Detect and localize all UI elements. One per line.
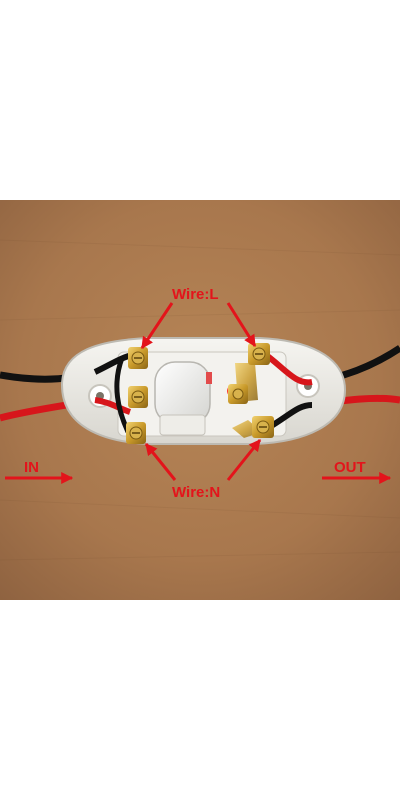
arrow-icon: [226, 439, 262, 481]
label-out: OUT: [334, 459, 366, 476]
screw-terminal-icon: [128, 386, 148, 408]
label-in: IN: [24, 459, 39, 476]
screw-terminal-icon: [128, 347, 148, 369]
label-wire-l: Wire:L: [172, 286, 219, 303]
switch-photo: [0, 200, 400, 600]
screw-terminal-icon: [252, 416, 274, 438]
screw-terminal-icon: [248, 343, 270, 365]
arrow-icon: [140, 302, 174, 349]
label-wire-n: Wire:N: [172, 484, 221, 501]
rocker-button-icon: [154, 361, 212, 436]
arrow-icon: [144, 443, 177, 481]
screw-terminal-icon: [228, 384, 248, 404]
arrow-icon: [226, 302, 257, 348]
screw-terminal-icon: [126, 422, 146, 444]
